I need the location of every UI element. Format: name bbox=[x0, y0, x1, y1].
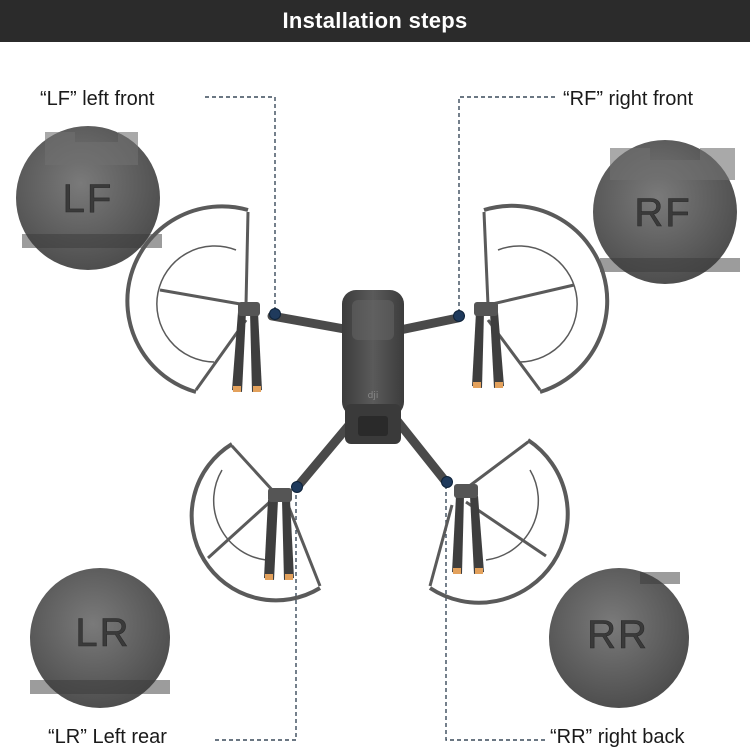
label-right-back: “RR” right back bbox=[550, 726, 685, 748]
leader-line-rr bbox=[445, 484, 545, 741]
callout-rr: RR bbox=[549, 568, 689, 708]
propellers bbox=[232, 312, 504, 580]
motors bbox=[238, 302, 498, 502]
callout-text-rr: RR bbox=[587, 613, 649, 657]
callout-rf: RF bbox=[593, 140, 740, 284]
guard-rf bbox=[483, 203, 610, 394]
label-right-front: “RF” right front bbox=[563, 88, 694, 110]
leader-line-rf bbox=[458, 96, 555, 314]
guard-lf bbox=[125, 204, 249, 394]
marker-lr bbox=[291, 481, 303, 493]
dji-logo: dji bbox=[368, 391, 379, 401]
callout-lf: LF bbox=[16, 126, 162, 270]
label-left-front: “LF” left front bbox=[40, 88, 155, 110]
marker-lf bbox=[269, 308, 281, 320]
markers bbox=[269, 308, 465, 493]
callout-text-lr: LR bbox=[75, 611, 130, 655]
guard-lr bbox=[189, 442, 322, 603]
drone-body: dji bbox=[342, 290, 404, 444]
callout-text-rf: RF bbox=[634, 191, 691, 235]
callout-text-lf: LF bbox=[63, 177, 114, 221]
marker-rf bbox=[453, 310, 465, 322]
marker-rr bbox=[441, 476, 453, 488]
leader-line-lr bbox=[215, 489, 297, 741]
callout-lr: LR bbox=[30, 568, 170, 708]
label-left-rear: “LR” Left rear bbox=[48, 726, 167, 748]
page-title: Installation steps bbox=[0, 0, 750, 42]
leader-line-lf bbox=[205, 96, 276, 312]
guard-rr bbox=[428, 438, 570, 605]
